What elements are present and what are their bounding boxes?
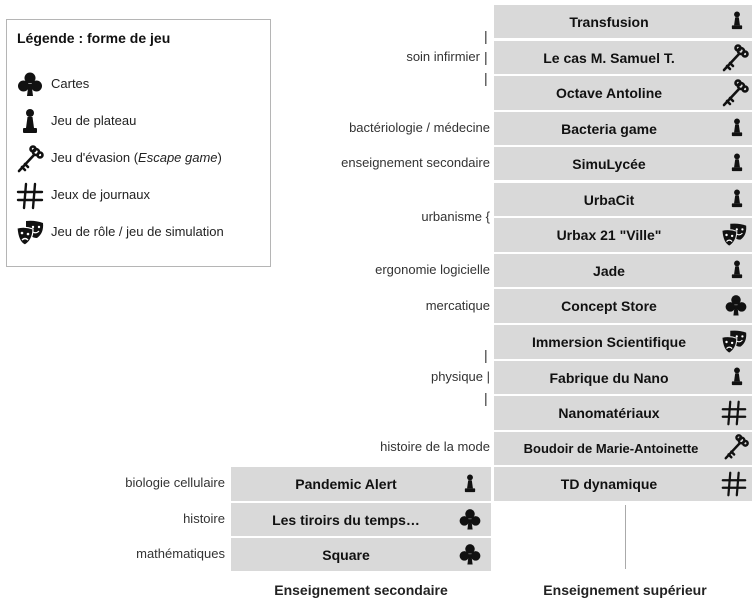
game-name: Le cas M. Samuel T. [543, 49, 675, 66]
level-label-superieur: Enseignement supérieur [543, 582, 707, 598]
theater-masks-icon [15, 218, 45, 248]
subject-ergonomie: ergonomie logicielle [375, 262, 490, 277]
club-icon [457, 507, 483, 533]
subject-histoire: histoire [183, 511, 225, 526]
legend-item-escape-game: Jeu d'évasion (Escape game) [15, 144, 265, 176]
game-box-bacteria-game: Bacteria game [494, 112, 752, 145]
hash-icon [720, 470, 748, 498]
column-divider [625, 505, 626, 569]
legend-label-newspapers: Jeux de journaux [51, 187, 151, 202]
game-box-octave-antoline: Octave Antoline [494, 76, 752, 110]
subject-mercatique: mercatique [425, 298, 490, 313]
bracket-bar: | [484, 347, 488, 363]
game-name: Boudoir de Marie-Antoinette [523, 441, 699, 456]
game-name: Transfusion [569, 13, 649, 30]
bracket-bar: | [484, 70, 488, 86]
legend-item-board-game: Jeu de plateau [15, 107, 265, 139]
game-name: Concept Store [561, 298, 657, 314]
game-box-urbacit: UrbaCit [494, 183, 752, 216]
pawn-icon [15, 107, 45, 137]
legend-label-cards: Cartes [51, 76, 90, 91]
subject-mathematiques: mathématiques [136, 546, 225, 561]
game-name: Bacteria game [561, 120, 657, 137]
game-box-nanomateriaux: Nanomatériaux [494, 396, 752, 430]
game-box-urbax-21: Urbax 21 "Ville" [494, 218, 752, 252]
game-box-tiroirs-du-temps: Les tiroirs du temps… [231, 503, 491, 536]
game-box-jade: Jade [494, 254, 752, 287]
game-box-immersion-scientifique: Immersion Scientifique [494, 325, 752, 359]
game-box-le-cas-samuel: Le cas M. Samuel T. [494, 41, 752, 74]
subject-soin-infirmier: soin infirmier [406, 49, 480, 64]
game-name: Jade [593, 262, 625, 279]
legend-item-cards: Cartes [15, 70, 265, 102]
subject-physique: physique | [430, 369, 490, 384]
theater-masks-icon [720, 221, 748, 249]
pawn-icon [726, 259, 748, 281]
game-box-simulycee: SimuLycée [494, 147, 752, 180]
subject-histoire-mode: histoire de la mode [380, 439, 490, 454]
subject-urbanisme: urbanisme { [421, 209, 490, 224]
game-name: SimuLycée [572, 155, 646, 172]
pawn-icon [726, 188, 748, 210]
game-name: Urbax 21 "Ville" [556, 227, 662, 243]
pawn-icon [459, 473, 481, 495]
legend-item-newspapers: Jeux de journaux [15, 181, 265, 213]
hash-icon [15, 181, 45, 211]
game-name: Octave Antoline [555, 85, 663, 101]
legend-title: Légende : forme de jeu [17, 30, 171, 46]
subject-biologie: biologie cellulaire [125, 475, 225, 490]
subject-enseignement-secondaire: enseignement secondaire [341, 155, 490, 170]
key-icon [15, 144, 45, 174]
legend-item-role-play: Jeu de rôle / jeu de simulation [15, 218, 265, 250]
pawn-icon [726, 117, 748, 139]
game-name: Square [322, 546, 370, 563]
game-name: Nanomatériaux [558, 405, 660, 421]
game-box-boudoir-marie-antoinette: Boudoir de Marie-Antoinette [494, 432, 752, 465]
game-name: Fabrique du Nano [549, 369, 669, 386]
key-icon [720, 78, 750, 108]
game-box-td-dynamique: TD dynamique [494, 467, 752, 501]
level-label-secondaire: Enseignement secondaire [274, 582, 448, 598]
game-box-transfusion: Transfusion [494, 5, 752, 38]
legend-box: Légende : forme de jeu Cartes Jeu de pla… [6, 19, 271, 267]
key-icon [720, 43, 750, 73]
game-name: Immersion Scientifique [531, 334, 687, 350]
bracket-bar: | [484, 49, 488, 65]
legend-label-role-play: Jeu de rôle / jeu de simulation [51, 224, 224, 239]
subject-bacteriologie: bactériologie / médecine [349, 120, 490, 135]
theater-masks-icon [720, 328, 748, 356]
game-box-square: Square [231, 538, 491, 571]
game-box-fabrique-du-nano: Fabrique du Nano [494, 361, 752, 394]
game-box-pandemic-alert: Pandemic Alert [231, 467, 491, 501]
pawn-icon [726, 152, 748, 174]
pawn-icon [726, 366, 748, 388]
legend-label-escape-game: Jeu d'évasion (Escape game) [51, 150, 222, 165]
club-icon [15, 70, 45, 100]
pawn-icon [726, 10, 748, 32]
key-icon [722, 433, 750, 461]
hash-icon [720, 399, 748, 427]
game-name: Les tiroirs du temps… [272, 511, 420, 528]
bracket-bar: | [484, 28, 488, 44]
game-name: TD dynamique [560, 476, 658, 492]
game-name: UrbaCit [583, 191, 635, 208]
club-icon [723, 293, 749, 319]
game-box-concept-store: Concept Store [494, 289, 752, 323]
club-icon [457, 542, 483, 568]
bracket-bar: | [484, 390, 488, 406]
game-name: Pandemic Alert [295, 476, 397, 492]
legend-label-board-game: Jeu de plateau [51, 113, 137, 128]
